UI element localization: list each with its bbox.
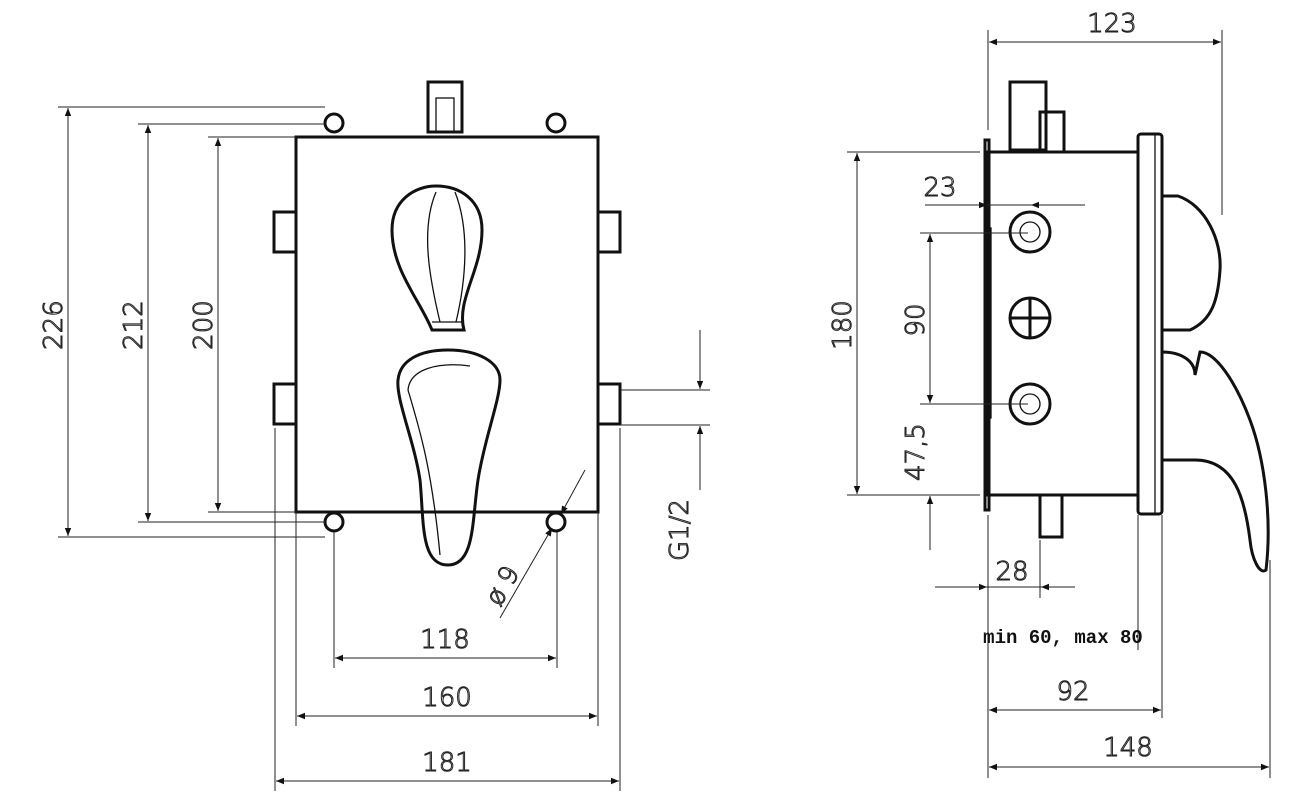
mixer-lever — [396, 348, 502, 567]
diverter-knob-side — [1160, 194, 1222, 332]
install-depth-note: min 60, max 80 — [983, 627, 1143, 649]
ports — [1008, 210, 1052, 426]
dim-118: 118 — [420, 625, 470, 655]
top-connector — [426, 80, 464, 134]
dim-23: 23 — [923, 173, 956, 203]
valve-box — [294, 135, 600, 514]
dim-28: 28 — [995, 557, 1028, 587]
dim-lines-vertical — [58, 106, 325, 538]
dim-lines-horizontal — [274, 330, 710, 791]
mixer-lever-side — [1160, 350, 1270, 573]
dim-181: 181 — [422, 748, 472, 778]
mounting-holes — [323, 112, 567, 533]
side-tabs — [272, 210, 622, 426]
dim-148: 148 — [1103, 733, 1153, 763]
front-view: 226 212 200 118 160 181 ø 9 G1/2 — [39, 80, 710, 791]
cover-plate — [1136, 132, 1164, 516]
dim-200: 200 — [189, 300, 219, 350]
dim-180: 180 — [828, 300, 858, 350]
side-dim-lines — [847, 30, 1271, 778]
dim-92: 92 — [1056, 677, 1089, 707]
dim-160: 160 — [422, 683, 472, 713]
dim-226: 226 — [39, 300, 69, 350]
diverter-knob — [390, 184, 484, 332]
dim-thread: G1/2 — [665, 499, 695, 561]
dim-90: 90 — [901, 303, 931, 336]
bottom-connector — [1038, 493, 1064, 539]
top-connectors — [1008, 80, 1066, 154]
dim-hole-diameter: ø 9 — [480, 561, 526, 611]
side-view: 123 180 90 47,5 23 28 min 60, max 80 92 … — [828, 9, 1271, 778]
dim-212: 212 — [119, 300, 149, 350]
dim-123: 123 — [1087, 9, 1137, 39]
dim-47-5: 47,5 — [901, 423, 931, 481]
